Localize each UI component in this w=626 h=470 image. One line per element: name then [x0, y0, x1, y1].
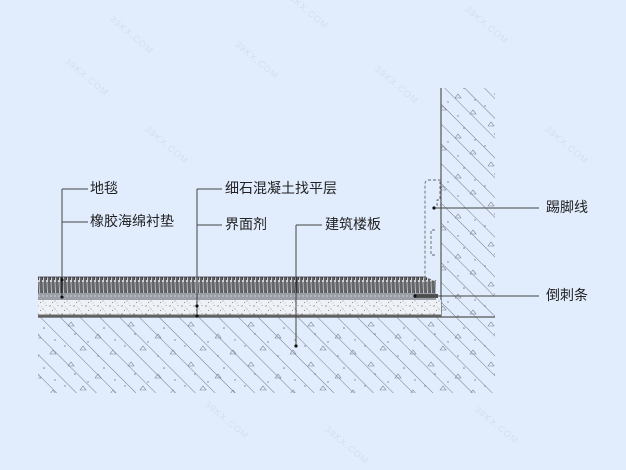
- wall: [440, 88, 495, 317]
- screed-layer: [38, 300, 441, 317]
- carpet-layer: [38, 276, 436, 293]
- label-carpet: 地毯: [90, 181, 118, 197]
- leader-lines: [61, 188, 539, 346]
- label-screed: 细石混凝土找平层: [225, 181, 337, 197]
- label-gripper-strip: 倒刺条: [546, 288, 588, 304]
- underlay-layer: [38, 292, 436, 300]
- label-floor-slab: 建筑楼板: [325, 217, 381, 233]
- label-interface-agent: 界面剂: [225, 217, 267, 233]
- floor-slab: [38, 316, 495, 393]
- label-underlay: 橡胶海绵衬垫: [90, 214, 174, 230]
- skirting: [424, 179, 441, 283]
- leader-dots: [60, 206, 436, 348]
- label-skirting: 踢脚线: [546, 200, 588, 216]
